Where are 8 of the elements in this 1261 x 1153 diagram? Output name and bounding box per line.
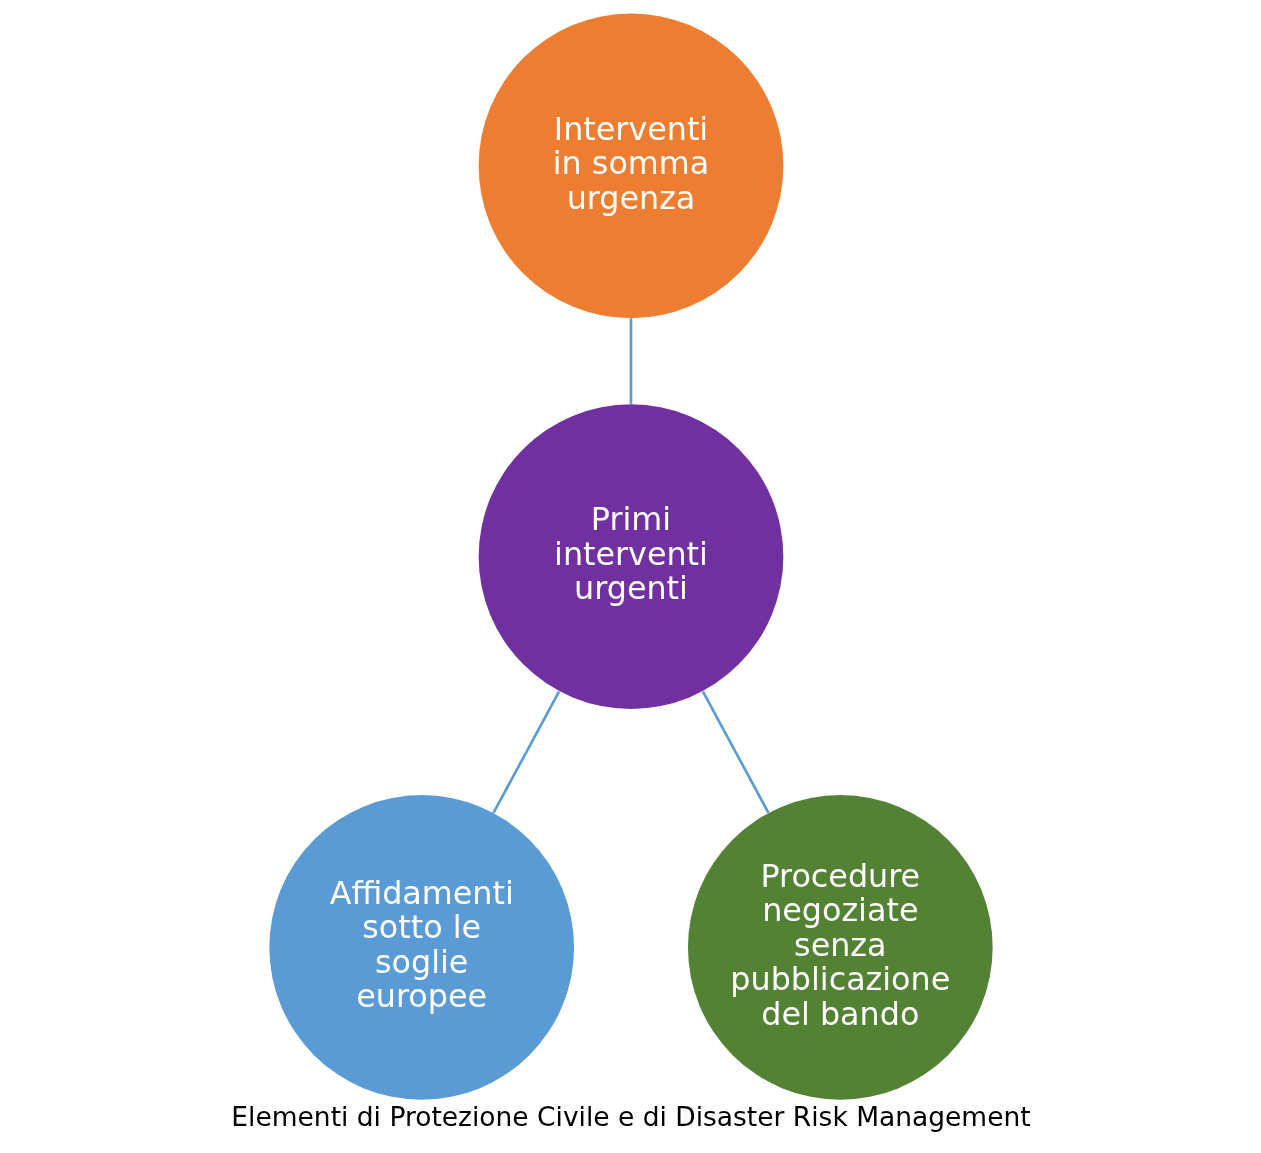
connector (491, 690, 560, 814)
caption: Elementi di Protezione Civile e di Disaster Risk Management (230, 1101, 1031, 1133)
connector (629, 318, 632, 404)
node-circle: Primi interventi urgenti (478, 404, 783, 709)
node-circle: Affidamenti sotto le soglie europee (268, 795, 574, 1100)
node-circle: Procedure negoziate senza pubblicazione del bando (687, 795, 993, 1100)
connector (701, 690, 770, 814)
node-circle: Interventi in somma urgenza (478, 13, 783, 319)
